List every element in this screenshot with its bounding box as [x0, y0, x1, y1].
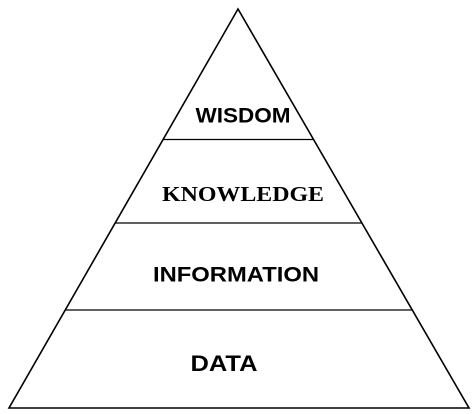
tier-label-information: INFORMATION — [153, 264, 319, 287]
tier-label-knowledge: KNOWLEDGE — [162, 182, 324, 206]
tier-label-data: DATA — [191, 351, 258, 376]
pyramid-outline — [7, 7, 471, 409]
tier-label-wisdom: WISDOM — [196, 105, 291, 128]
